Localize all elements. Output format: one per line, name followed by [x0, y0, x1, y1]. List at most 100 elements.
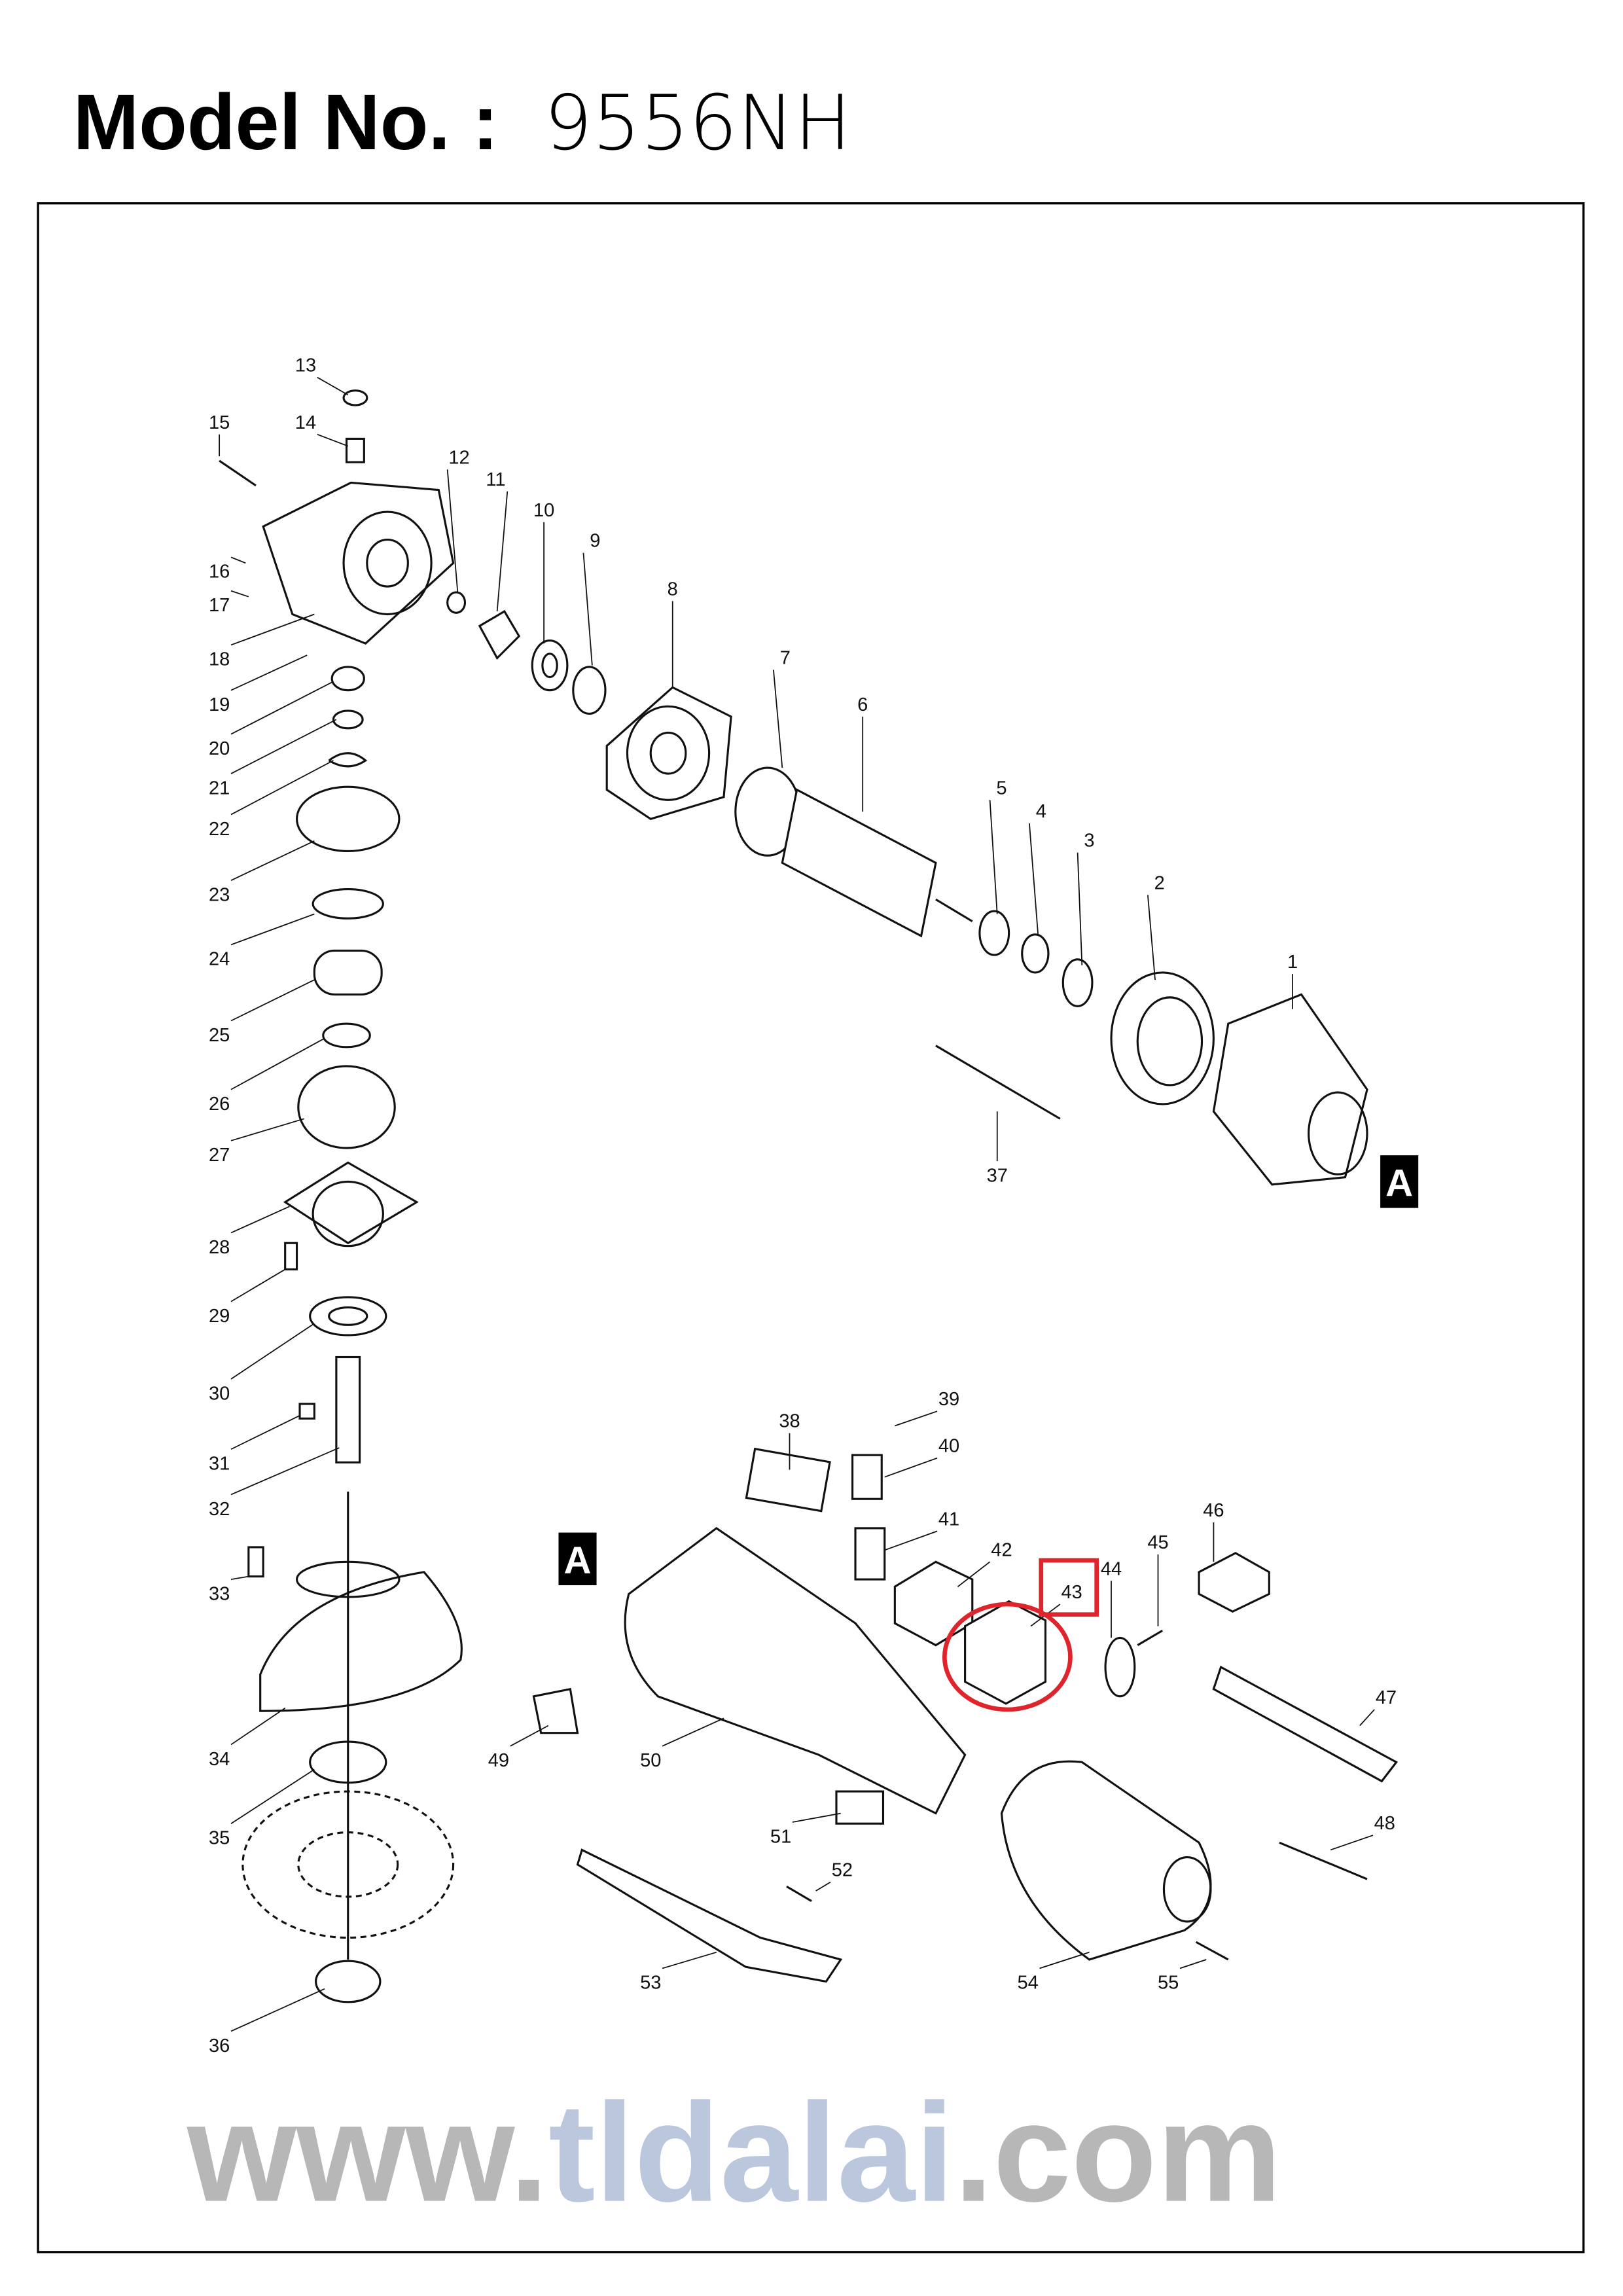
part-label-48: 48 [1374, 1813, 1395, 1834]
leader-line [230, 1206, 290, 1234]
leader-line [230, 1118, 304, 1141]
part-label-39: 39 [938, 1389, 959, 1410]
leader-line [230, 1768, 315, 1824]
part-label-11: 11 [486, 469, 505, 490]
part-label-26: 26 [209, 1094, 230, 1115]
section-marker-a-top: A [1380, 1155, 1419, 1208]
part-label-9: 9 [590, 531, 600, 552]
part-label-32: 32 [209, 1499, 230, 1520]
switch [964, 1600, 1047, 1705]
part-label-46: 46 [1203, 1500, 1224, 1521]
part-label-19: 19 [209, 694, 230, 715]
part-label-49: 49 [488, 1750, 509, 1771]
highlight-part-43 [942, 1558, 1099, 1712]
leader-line [230, 681, 334, 735]
part-label-40: 40 [938, 1436, 959, 1457]
part-label-14: 14 [295, 412, 316, 433]
svg-text:www.tldalai.com: www.tldalai.com [187, 2075, 1281, 2231]
part-label-23: 23 [209, 884, 230, 905]
armature [781, 788, 937, 938]
leader-line [792, 1812, 841, 1823]
highlight-circle [942, 1602, 1073, 1712]
leader-line [230, 1575, 249, 1580]
bearing-retainer [283, 1161, 419, 1245]
marker-a-label: A [1385, 1162, 1413, 1205]
rear-cover [1000, 1760, 1212, 1961]
leader-line [1077, 852, 1083, 965]
leader-line [230, 590, 249, 598]
leader-line [773, 670, 783, 768]
motor-housing [624, 1526, 967, 1815]
part-label-35: 35 [209, 1827, 230, 1848]
part-label-4: 4 [1036, 801, 1046, 822]
watermark-prefix: www. [187, 2075, 548, 2231]
model-number: 9556NH [544, 79, 851, 168]
part-label-37: 37 [987, 1165, 1008, 1186]
leader-line [230, 1707, 286, 1746]
part-label-6: 6 [857, 694, 868, 715]
part-label-47: 47 [1376, 1687, 1397, 1708]
model-title: Model No. : 9556NH [73, 78, 851, 168]
part-label-21: 21 [209, 778, 230, 798]
part-label-5: 5 [996, 778, 1007, 798]
part-label-51: 51 [770, 1826, 791, 1847]
model-label: Model No. : [73, 78, 499, 166]
part-label-12: 12 [448, 447, 469, 468]
leader-line [1029, 823, 1039, 937]
leader-line [662, 1951, 717, 1969]
part-label-52: 52 [832, 1860, 853, 1881]
part-label-42: 42 [991, 1539, 1012, 1560]
part-label-44: 44 [1101, 1558, 1122, 1579]
part-label-54: 54 [1018, 1973, 1039, 1994]
leader-line [230, 1447, 340, 1496]
leader-line [496, 491, 508, 612]
part-label-53: 53 [640, 1973, 661, 1994]
leader-line [317, 376, 349, 396]
leader-line [989, 800, 998, 914]
marker-a-label: A [564, 1539, 592, 1582]
part-label-41: 41 [938, 1509, 959, 1530]
leader-line [230, 760, 334, 816]
leader-line [1147, 895, 1156, 980]
part-label-8: 8 [668, 579, 678, 600]
leader-line [1330, 1835, 1374, 1851]
leader-line [317, 433, 349, 447]
leader-line [815, 1881, 831, 1892]
wheel-guard [259, 1571, 463, 1712]
part-label-43: 43 [1061, 1582, 1082, 1603]
part-label-45: 45 [1147, 1532, 1168, 1553]
section-marker-a-bottom: A [558, 1532, 597, 1586]
part-number-labels: 1234567891011121314151617181920212223242… [209, 355, 1397, 2056]
part-label-13: 13 [295, 355, 316, 376]
leader-line [446, 469, 459, 593]
part-label-2: 2 [1154, 873, 1165, 894]
spiral-bevel-gear [295, 785, 401, 853]
part-label-55: 55 [1158, 1973, 1179, 1994]
part-label-15: 15 [209, 412, 230, 433]
leader-line [230, 1988, 325, 2032]
watermark: www.tldalai.com [187, 2075, 1281, 2231]
leader-line [1179, 1959, 1207, 1969]
leader-line [884, 1530, 938, 1551]
part-label-34: 34 [209, 1749, 230, 1770]
watermark-suffix: .com [954, 2075, 1282, 2231]
part-label-18: 18 [209, 649, 230, 670]
leader-line [884, 1457, 938, 1478]
part-label-10: 10 [533, 500, 554, 521]
leader-line [1039, 1951, 1090, 1969]
part-label-20: 20 [209, 738, 230, 759]
leader-line [230, 556, 246, 564]
part-label-3: 3 [1084, 831, 1094, 852]
part-label-33: 33 [209, 1583, 230, 1604]
leader-line [510, 1725, 549, 1747]
diagram-frame [37, 202, 1585, 2253]
leader-line [582, 552, 593, 666]
part-label-7: 7 [780, 647, 791, 668]
part-label-24: 24 [209, 949, 230, 970]
leader-line [230, 979, 315, 1022]
parts-drawings [219, 389, 1399, 2003]
leader-line [230, 1323, 315, 1380]
part-label-17: 17 [209, 595, 230, 616]
field [1212, 993, 1368, 1186]
